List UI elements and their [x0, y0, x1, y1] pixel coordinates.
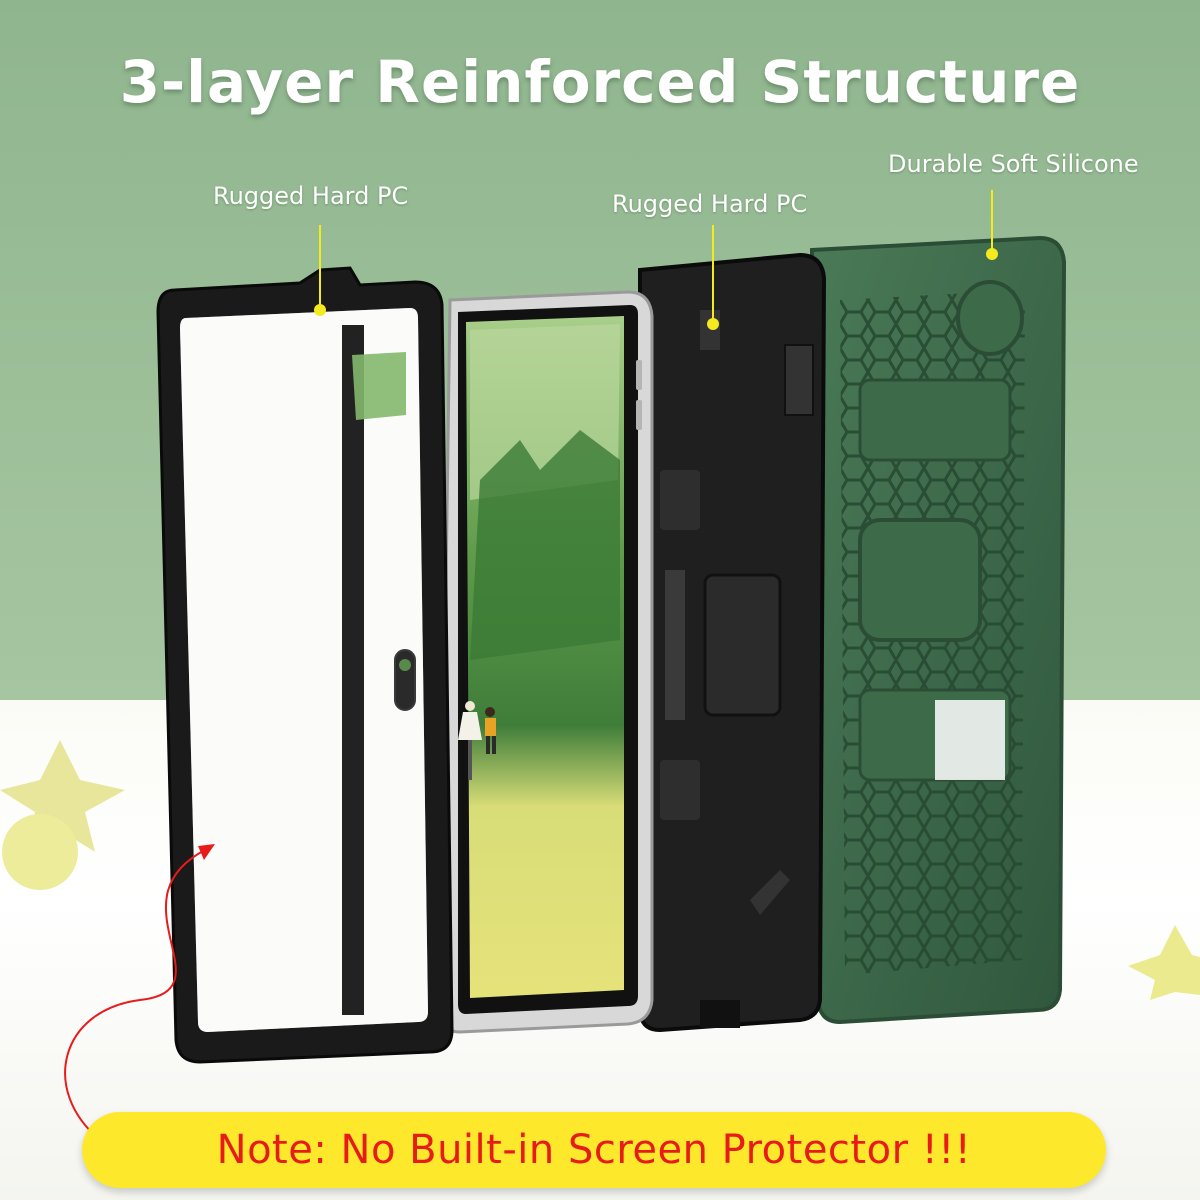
couple-figure-icon	[458, 701, 496, 754]
tablet-device	[438, 290, 654, 1034]
yellow-dot-icon	[707, 318, 719, 330]
yellow-dot-icon	[986, 248, 998, 260]
hard-pc-back-layer	[638, 252, 827, 1033]
callout-leader-silicone	[986, 190, 998, 260]
star-decoration-icon	[0, 740, 125, 890]
note-banner: Note: No Built-in Screen Protector !!!	[82, 1112, 1106, 1188]
callout-leader-frame	[314, 225, 326, 316]
silicone-layer	[809, 235, 1067, 1025]
headline: 3-layer Reinforced Structure	[119, 48, 1081, 116]
callout-silicone-label: Durable Soft Silicone	[888, 150, 1139, 178]
note-text: Note: No Built-in Screen Protector !!!	[216, 1127, 972, 1173]
hard-pc-front-frame	[156, 266, 454, 1064]
callout-leader-shell	[707, 225, 719, 330]
callout-shell-label: Rugged Hard PC	[612, 190, 808, 218]
star-decoration-icon	[1128, 925, 1200, 1000]
yellow-dot-icon	[314, 304, 326, 316]
callout-frame-label: Rugged Hard PC	[213, 182, 409, 210]
